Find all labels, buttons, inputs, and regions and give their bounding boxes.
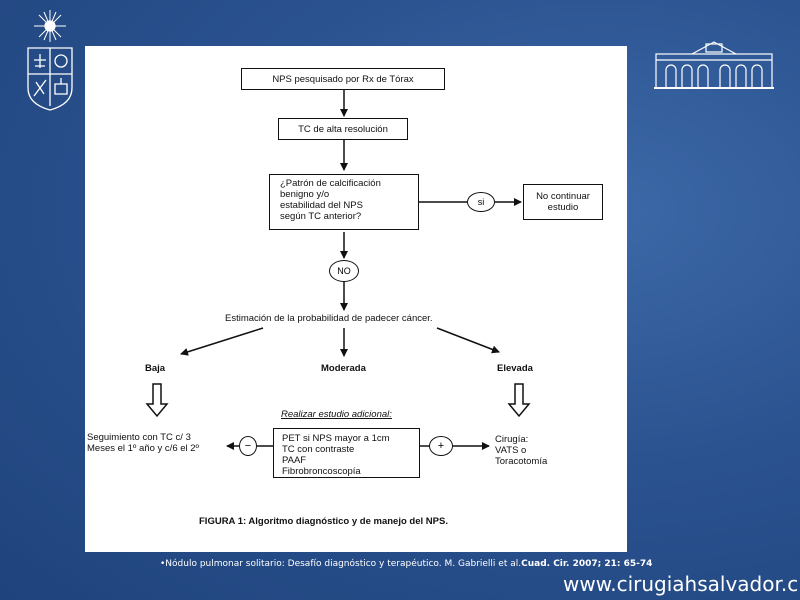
start-box: NPS pesquisado por Rx de Tórax	[241, 68, 445, 90]
high-label: Elevada	[497, 363, 533, 374]
figure-panel: NPS pesquisado por Rx de Tórax TC de alt…	[85, 46, 627, 552]
si-oval: si	[467, 192, 495, 212]
minus-oval: −	[239, 436, 257, 456]
citation: •Nódulo pulmonar solitario: Desafío diag…	[160, 559, 653, 569]
university-seal-icon	[27, 10, 73, 111]
flow-arrows	[145, 90, 531, 450]
website-url[interactable]: www.cirugiahsalvador.cl	[563, 572, 800, 596]
no-oval: NO	[329, 260, 359, 282]
low-label: Baja	[145, 363, 166, 374]
moderate-label: Moderada	[321, 363, 366, 374]
tc-box: TC de alta resolución	[278, 118, 408, 140]
estimation-label: Estimación de la probabilidad de padecer…	[225, 313, 433, 324]
question-box: ¿Patrón de calcificación benigno y/o est…	[269, 174, 419, 230]
plus-oval: +	[429, 436, 453, 456]
studies-box: PET si NPS mayor a 1cm TC con contraste …	[273, 428, 420, 478]
no-continue-box: No continuar estudio	[523, 184, 603, 220]
surgery-text: Cirugía: VATS o Toracotomía	[495, 434, 548, 467]
hospital-building-icon	[654, 41, 774, 89]
followup-text: Seguimiento con TC c/ 3 Meses el 1º año …	[87, 432, 200, 454]
additional-study-label: Realizar estudio adicional:	[281, 409, 392, 420]
figure-caption: FIGURA 1: Algoritmo diagnóstico y de man…	[199, 516, 448, 527]
